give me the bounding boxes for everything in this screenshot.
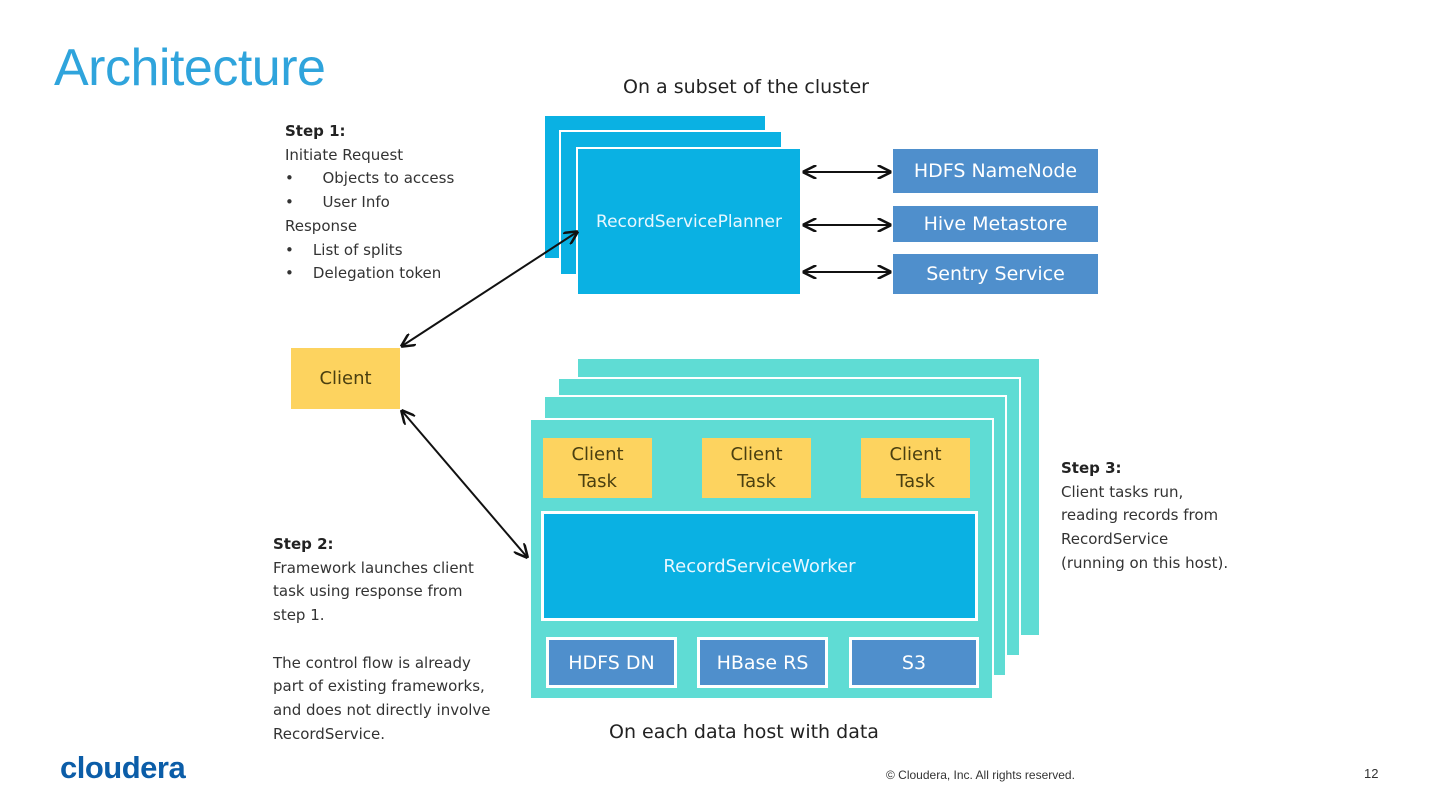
service-sentry: Sentry Service <box>893 254 1098 294</box>
step2-heading: Step 2: <box>273 535 334 553</box>
record-service-planner: RecordServicePlanner <box>576 147 802 296</box>
arrow-client-planner <box>402 232 577 346</box>
step1-response-label: Response <box>285 216 358 235</box>
client-box: Client <box>291 348 400 409</box>
cloudera-logo: cloudera <box>60 750 186 785</box>
storage-hbase-rs: HBase RS <box>697 637 828 688</box>
step3-note: Step 3: Client tasks run, reading record… <box>1061 459 1229 572</box>
arrow-client-host <box>402 411 527 557</box>
step1-response-item: • List of splits <box>285 240 403 259</box>
record-service-worker: RecordServiceWorker <box>541 511 978 621</box>
storage-s3: S3 <box>849 637 979 688</box>
copyright: © Cloudera, Inc. All rights reserved. <box>886 768 1075 782</box>
page-number: 12 <box>1364 766 1379 781</box>
step1-request-label: Initiate Request <box>285 145 404 164</box>
service-hdfs-namenode: HDFS NameNode <box>893 149 1098 193</box>
service-hive-metastore: Hive Metastore <box>893 206 1098 242</box>
storage-hdfs-dn: HDFS DN <box>546 637 677 688</box>
top-caption: On a subset of the cluster <box>623 76 869 98</box>
step1-request-item: • User Info <box>285 193 390 212</box>
step3-heading: Step 3: <box>1061 459 1122 477</box>
step1-request-item: • Objects to access <box>285 169 455 188</box>
bottom-caption: On each data host with data <box>609 721 879 743</box>
step1-heading: Step 1: <box>285 122 346 140</box>
slide-title: Architecture <box>54 39 326 97</box>
step1-note: Step 1: Initiate Request • Objects to ac… <box>285 120 454 286</box>
step2-note: Step 2: Framework launches client task u… <box>273 535 491 743</box>
planner-label: RecordServicePlanner <box>596 211 782 232</box>
